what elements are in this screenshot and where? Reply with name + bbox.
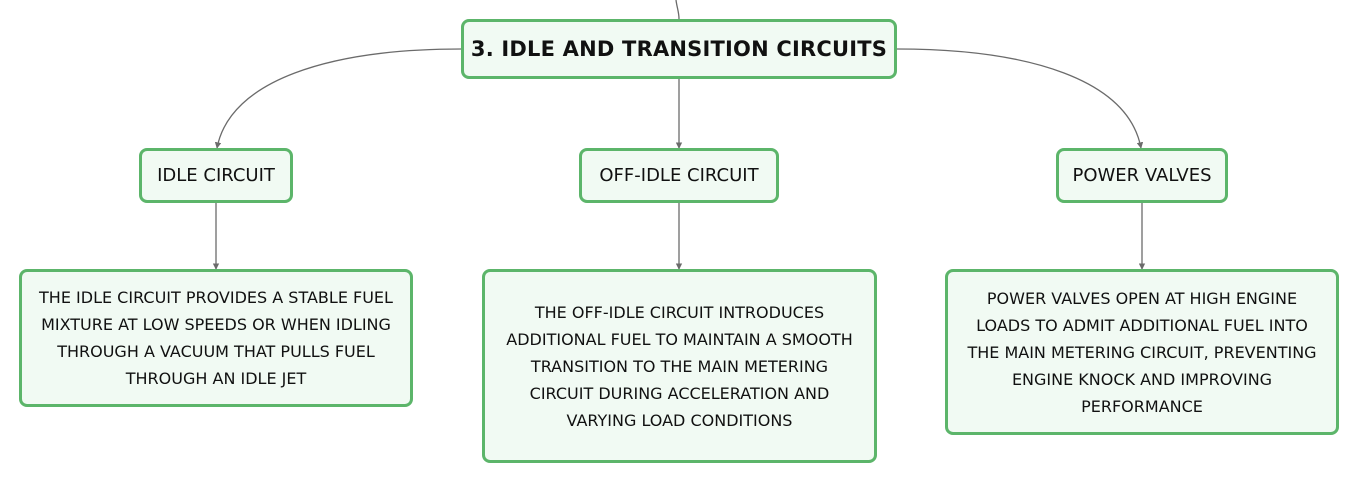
connector-from-parent xyxy=(675,0,680,20)
detail-text: POWER VALVES OPEN AT HIGH ENGINE LOADS T… xyxy=(967,288,1317,416)
detail-text: THE OFF-IDLE CIRCUIT INTRODUCES ADDITION… xyxy=(506,302,853,430)
connector-root-to-idle xyxy=(214,48,462,149)
detail-idle-circuit[interactable]: THE IDLE CIRCUIT PROVIDES A STABLE FUEL … xyxy=(19,269,413,407)
root-topic-label: 3. IDLE AND TRANSITION CIRCUITS xyxy=(470,37,888,61)
topic-off-idle-circuit[interactable]: OFF-IDLE CIRCUIT xyxy=(579,148,779,203)
topic-idle-circuit[interactable]: IDLE CIRCUIT xyxy=(139,148,293,203)
detail-power-valves[interactable]: POWER VALVES OPEN AT HIGH ENGINE LOADS T… xyxy=(945,269,1339,435)
topic-label: OFF-IDLE CIRCUIT xyxy=(599,165,759,186)
topic-power-valves[interactable]: POWER VALVES xyxy=(1056,148,1228,203)
topic-label: POWER VALVES xyxy=(1072,165,1212,186)
detail-text: THE IDLE CIRCUIT PROVIDES A STABLE FUEL … xyxy=(39,288,393,388)
topic-label: IDLE CIRCUIT xyxy=(157,165,275,186)
detail-off-idle-circuit[interactable]: THE OFF-IDLE CIRCUIT INTRODUCES ADDITION… xyxy=(482,269,877,463)
connector-root-to-power xyxy=(896,48,1144,149)
root-topic[interactable]: 3. IDLE AND TRANSITION CIRCUITS xyxy=(461,19,897,79)
